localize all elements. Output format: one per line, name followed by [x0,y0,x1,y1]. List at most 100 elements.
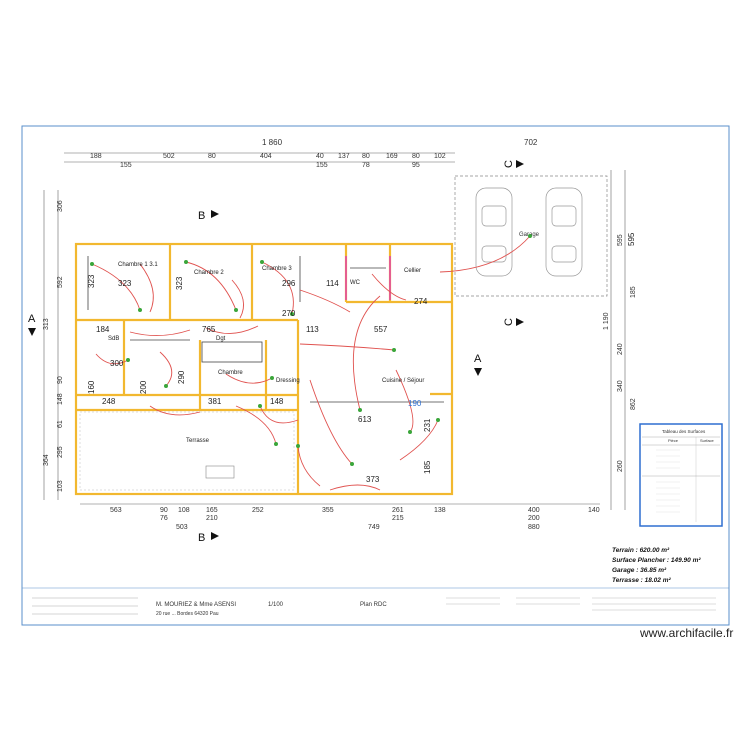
right-dim: 260 [617,460,624,472]
title-block-scale: 1/100 [268,602,284,608]
room-label-chambre4: Chambre [218,370,243,376]
room-label-chambre1: Chambre 1 3.1 [118,262,158,268]
room-dim: 595 [627,232,636,246]
top-dim: 80 [412,153,420,160]
left-dim: 364 [43,454,50,466]
section-arrow [211,210,219,218]
section-arrow [516,318,524,326]
top-dim: 502 [163,153,175,160]
right-dim: 1 190 [603,312,610,330]
section-label: C [503,318,515,326]
room-dim: 323 [118,279,132,288]
surface-table-col2: Surface [700,438,715,443]
room-dim: 114 [326,279,339,288]
room-dims: 323 323 323 296 114 274 765 300 381 148 … [87,232,636,484]
accent-walls [345,256,391,300]
inner-dim: 557 [374,325,388,334]
room-dim: 323 [175,276,184,290]
terrasse-furniture [205,465,235,479]
bottom-dims-row3: 503 749 880 [176,524,540,531]
top-dim: 155 [120,162,132,169]
top-dim: 169 [386,153,398,160]
bottom-dim: 165 [206,507,218,514]
right-dim: 185 [630,286,637,298]
room-dim: 300 [110,359,124,368]
section-label: A [28,313,36,325]
room-label-terrasse: Terrasse [186,438,210,444]
section-marker-a-right: A [474,353,482,376]
top-dim: 40 [316,153,324,160]
bottom-dim: 140 [588,507,600,514]
left-dim: 103 [57,480,64,492]
title-block-level: Plan RDC [360,602,387,608]
section-arrow [474,368,482,376]
surface-table-col1: Pièce [668,438,679,443]
room-label-cellier: Cellier [404,268,421,274]
bottom-dim: 108 [178,507,190,514]
room-dim: 765 [202,325,216,334]
right-dim: 862 [630,398,637,410]
inner-dim: 185 [423,460,432,474]
car-right [545,187,583,277]
section-label: B [198,532,205,544]
inner-dim: 113 [306,325,319,334]
right-dim: 240 [617,343,624,355]
left-dims: 306 592 313 90 148 61 295 364 103 [43,200,64,492]
left-dim: 313 [43,318,50,330]
room-label-cuisine: Cuisine / Séjour [382,378,424,384]
inner-dim: 200 [139,380,148,394]
top-dim-total: 1 860 [262,138,283,147]
title-block-address: 20 rue ... Bordes 64320 Pau [156,611,219,617]
watermark-credit[interactable]: www.archifacile.fr [640,626,734,640]
section-label: C [503,160,515,168]
inner-partitions [87,256,444,403]
section-arrow [211,532,219,540]
top-dims-row2: 188 502 80 404 40 137 80 169 80 102 [90,153,446,160]
wiring [91,235,531,491]
top-dims-row3: 155 155 78 95 [120,162,420,169]
surface-garage: Garage : 36.85 m² [612,567,667,574]
bottom-dim: 138 [434,507,446,514]
room-dim: 296 [282,279,296,288]
section-marker-b-top: B [198,210,219,222]
room-label-chambre2: Chambre 2 [194,270,224,276]
room-label-chambre3: Chambre 3 [262,266,292,272]
inner-dim: 160 [87,380,96,394]
bottom-dim: 355 [322,507,334,514]
surface-summary: Terrain : 620.00 m² Surface Plancher : 1… [612,547,701,584]
room-dim: 613 [358,415,372,424]
bottom-dim: 749 [368,524,380,531]
surface-terrasse: Terrasse : 18.02 m² [612,577,671,584]
bottom-dim: 200 [528,515,540,522]
section-arrow [28,328,36,336]
room-dim: 373 [366,475,380,484]
bottom-dims-row1: 563 90 108 165 252 355 261 138 400 140 [110,507,600,514]
surface-table: Tableau des Surfaces Pièce Surface [639,423,723,527]
top-dim: 95 [412,162,420,169]
room-label-degagement: Dgt [216,336,226,342]
section-marker-c-right: C [503,318,524,326]
bottom-dim: 210 [206,515,218,522]
room-dim: 274 [414,297,428,306]
left-dim: 592 [57,276,64,288]
bottom-dim: 76 [160,515,168,522]
section-arrow [516,160,524,168]
title-block-client: M. MOURIEZ & Mme ASENSI [156,602,236,608]
surface-table-title: Tableau des Surfaces [662,429,706,434]
inner-dim: 290 [177,370,186,384]
section-marker-c-top: C [503,160,524,168]
room-labels: Chambre 1 3.1 Chambre 2 Chambre 3 WC Cel… [108,262,424,444]
surface-plancher: Surface Plancher : 149.90 m² [612,557,701,564]
bottom-dim: 400 [528,507,540,514]
room-label-wc: WC [350,280,361,286]
bottom-dim: 503 [176,524,188,531]
bottom-dim: 261 [392,507,404,514]
top-dim: 102 [434,153,446,160]
sheet-frame [21,125,730,626]
inner-dim: 248 [102,397,116,406]
top-dim: 80 [208,153,216,160]
top-dim: 137 [338,153,350,160]
bottom-dim: 252 [252,507,264,514]
bottom-dim: 563 [110,507,122,514]
